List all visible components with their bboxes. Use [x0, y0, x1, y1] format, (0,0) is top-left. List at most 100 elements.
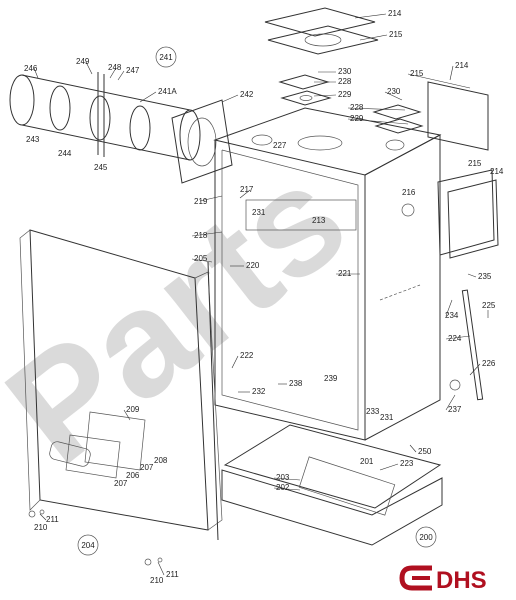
part-label: 230 [387, 87, 401, 96]
part-label: 228 [350, 103, 364, 112]
callout-circle [415, 526, 437, 548]
leader-line [191, 231, 223, 237]
leader-line [445, 394, 456, 411]
part-label: 232 [252, 387, 266, 396]
part-label: 207 [114, 479, 128, 488]
watermark-text: Parts [0, 132, 375, 495]
leader-line [191, 258, 213, 263]
part-label: 228 [338, 77, 352, 86]
part-label: 235 [478, 272, 492, 281]
part-label: 221 [338, 269, 352, 278]
part-label: 222 [240, 351, 254, 360]
part-label: 206 [126, 471, 140, 480]
leader-line [123, 409, 131, 421]
leader-line [139, 91, 157, 103]
part-label: 225 [482, 301, 496, 310]
part-label: 219 [194, 197, 208, 206]
part-label: 234 [445, 311, 459, 320]
flue-flange [171, 99, 233, 184]
leader-line [39, 513, 47, 521]
top-cover-plate [264, 7, 379, 55]
front-door-panel [19, 229, 223, 531]
part-label: 208 [154, 456, 168, 465]
leader-line [347, 107, 406, 111]
side-panel-upper-right [427, 81, 489, 151]
leader-line [449, 65, 454, 81]
part-label: 217 [240, 185, 254, 194]
part-label: 250 [418, 447, 432, 456]
part-label: 214 [388, 9, 402, 18]
leader-line [117, 70, 125, 81]
right-rail [449, 289, 484, 401]
leader-line [445, 299, 453, 317]
part-label: 248 [108, 63, 122, 72]
fixing-screws [28, 509, 163, 566]
flue-gasket-left [278, 74, 332, 106]
leader-line [109, 67, 117, 79]
leader-line [409, 444, 417, 453]
part-number-labels: 214 215 214 215 230 228 229 230 228 229 … [24, 9, 504, 585]
callout-circle [155, 46, 177, 68]
leader-line [231, 355, 239, 369]
part-label: 242 [240, 90, 254, 99]
part-label: 210 [34, 523, 48, 532]
part-label: 229 [338, 90, 352, 99]
part-label: 224 [448, 334, 462, 343]
casing-base [221, 424, 443, 546]
part-label: 216 [402, 188, 416, 197]
leader-line [273, 487, 301, 491]
circled-callouts: 241 204 200 [77, 46, 437, 556]
part-label: 214 [455, 61, 469, 70]
part-label: 246 [24, 64, 38, 73]
part-label: 231 [380, 413, 394, 422]
part-label: 215 [468, 159, 482, 168]
part-label: 229 [350, 114, 364, 123]
part-label: 214 [490, 167, 504, 176]
leader-line [467, 273, 477, 278]
part-label: 226 [482, 359, 496, 368]
flue-gasket-right [372, 104, 424, 134]
part-label: 231 [252, 208, 266, 217]
leader-line [85, 61, 93, 75]
callout-label: 204 [81, 541, 95, 550]
part-label: 210 [150, 576, 164, 585]
flue-pipe-assembly [9, 72, 201, 161]
part-label: 238 [289, 379, 303, 388]
part-label: 230 [338, 67, 352, 76]
leader-lines [33, 13, 489, 576]
part-label: 220 [246, 261, 260, 270]
part-label: 243 [26, 135, 40, 144]
dhs-logo-mark-icon [399, 565, 432, 591]
leader-line [157, 561, 165, 576]
part-label: 245 [94, 163, 108, 172]
part-label: 215 [389, 30, 403, 39]
part-label: 211 [166, 570, 179, 579]
part-label: 233 [366, 407, 380, 416]
door-seal-strip [207, 261, 219, 541]
part-label: 203 [276, 473, 290, 482]
part-label: 215 [410, 69, 424, 78]
leader-line [273, 477, 301, 481]
boiler-casing [213, 107, 442, 441]
leader-line [199, 195, 223, 202]
part-label: 205 [194, 254, 208, 263]
leader-line [384, 91, 403, 101]
part-label: 201 [360, 457, 374, 466]
leader-line [239, 189, 251, 199]
part-label: 227 [273, 141, 287, 150]
part-label: 202 [276, 483, 290, 492]
dhs-logo: DHS [399, 565, 487, 594]
leader-line [445, 335, 471, 340]
leader-line [407, 73, 471, 89]
part-label: 218 [194, 231, 208, 240]
part-label: 211 [46, 515, 59, 524]
part-label: 237 [448, 405, 462, 414]
part-label: 247 [126, 66, 140, 75]
leader-line [379, 463, 399, 471]
callout-circle [77, 534, 99, 556]
callout-label: 200 [419, 533, 433, 542]
leader-line [354, 13, 387, 19]
leader-line [469, 363, 481, 376]
